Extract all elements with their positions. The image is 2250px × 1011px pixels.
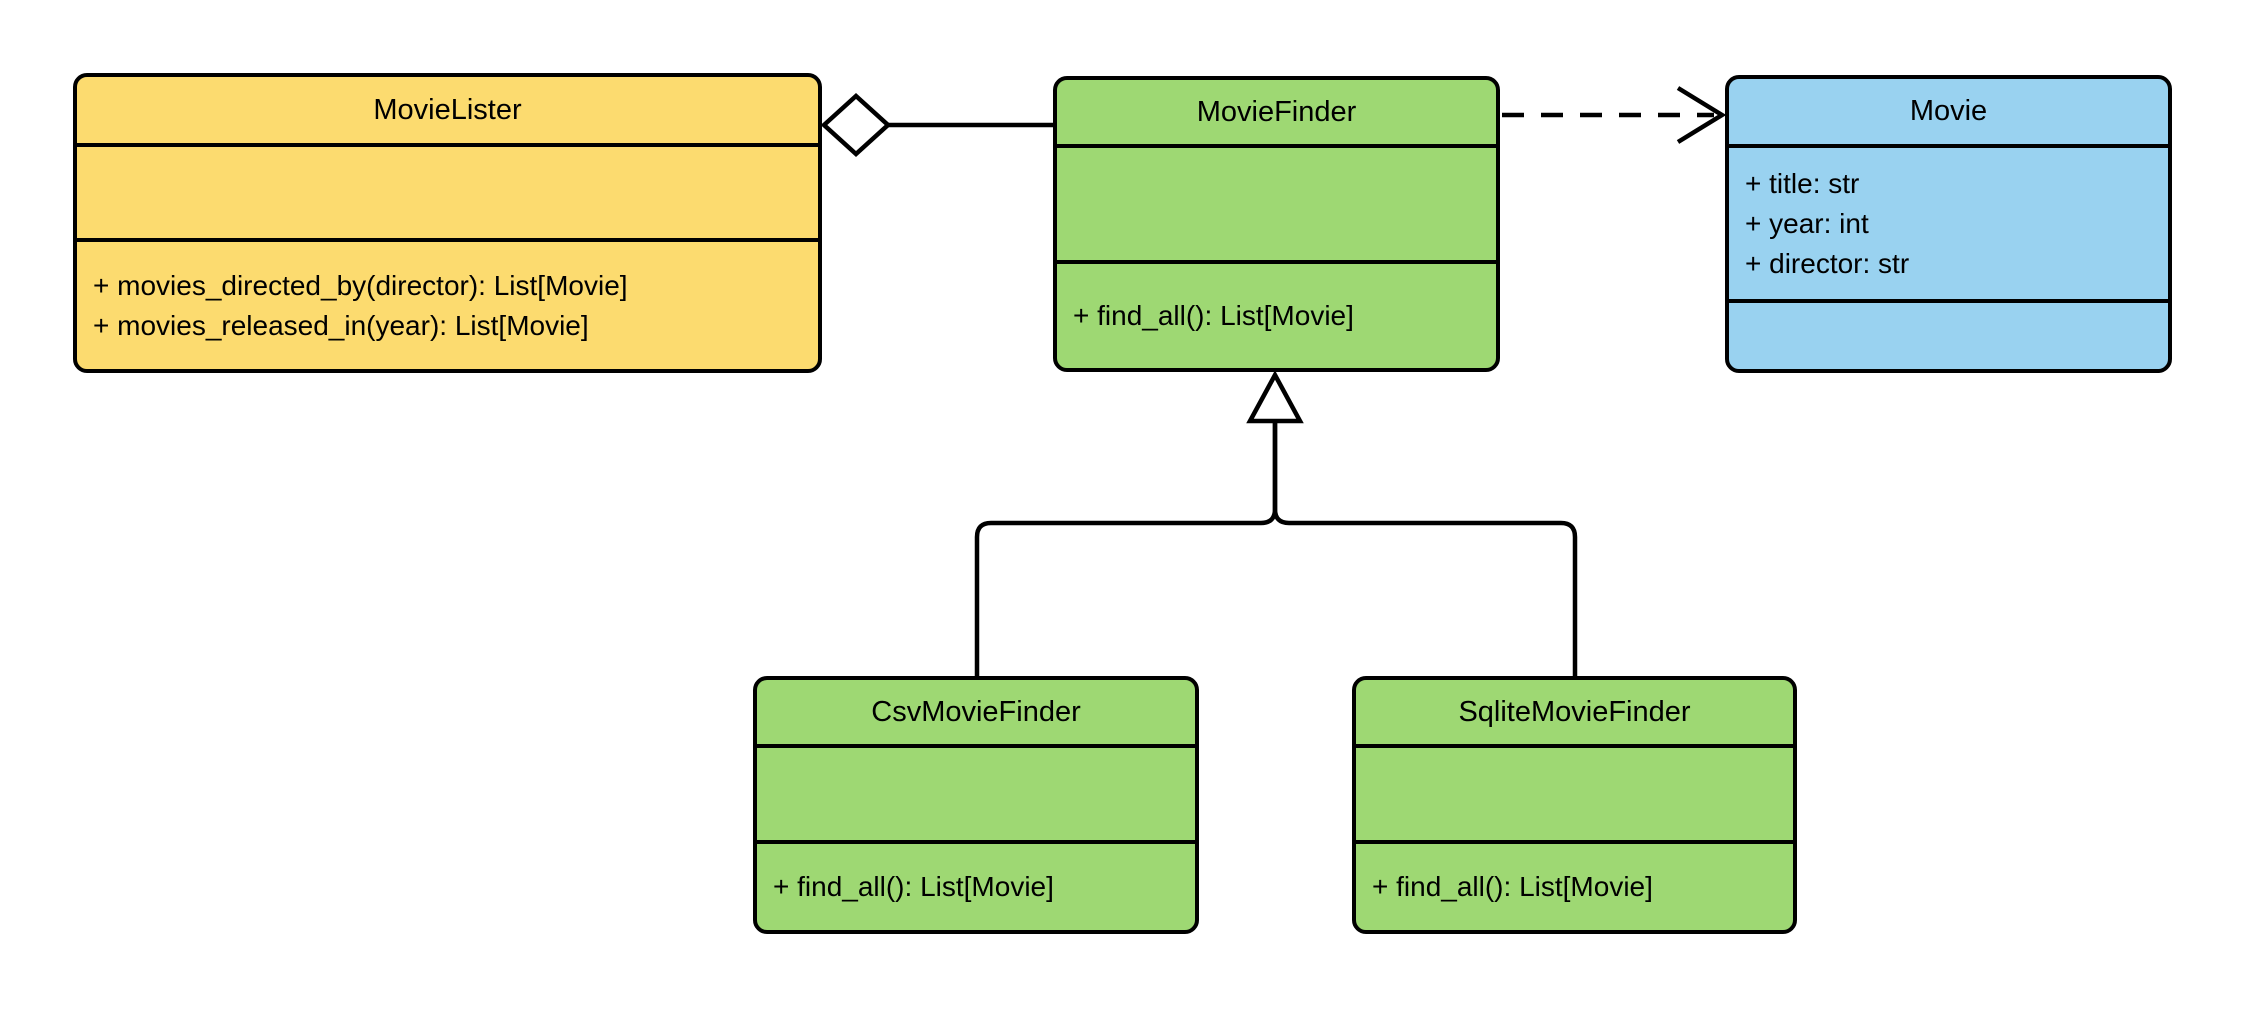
attributes-section: + title: str + year: int + director: str [1729,144,2168,299]
attributes-section [757,744,1195,840]
class-title: MovieLister [77,77,818,143]
methods-section: + find_all(): List[Movie] [1356,840,1793,930]
attribute-text: + year: int [1745,207,1869,239]
class-name-movie: Movie [1909,95,1988,127]
class-csvmoviefinder: CsvMovieFinder + find_all(): List[Movie] [753,676,1199,934]
methods-section [1729,299,2168,369]
class-name-movielister: MovieLister [373,93,522,126]
class-title: Movie [1729,79,2168,144]
method-text: + movies_released_in(year): List[Movie] [93,309,589,341]
attribute-text: + title: str [1745,167,1860,199]
generalization-triangle-icon [1246,370,1304,424]
open-arrowhead-icon [1676,86,1727,144]
dependency-connector-moviefinder-movie [1502,86,1727,144]
attributes-section [77,143,818,238]
methods-section: + movies_directed_by(director): List[Mov… [77,238,818,369]
attributes-section [1356,744,1793,840]
class-movielister: MovieLister + movies_directed_by(directo… [73,73,822,373]
aggregation-diamond-icon [820,92,892,158]
generalization-connector [974,370,1578,678]
class-name-sqlitemoviefinder: SqliteMovieFinder [1458,695,1691,728]
class-movie: Movie + title: str + year: int + directo… [1725,75,2172,373]
class-name-csvmoviefinder: CsvMovieFinder [871,695,1081,728]
methods-section: + find_all(): List[Movie] [1057,260,1496,368]
class-title: CsvMovieFinder [757,680,1195,744]
class-name-moviefinder: MovieFinder [1196,95,1357,128]
method-text: + find_all(): List[Movie] [1073,300,1354,331]
attributes-section [1057,144,1496,260]
aggregation-connector-movielister-moviefinder [820,92,1055,158]
class-moviefinder: MovieFinder + find_all(): List[Movie] [1053,76,1500,372]
class-title: SqliteMovieFinder [1356,680,1793,744]
class-title: MovieFinder [1057,80,1496,144]
methods-section: + find_all(): List[Movie] [757,840,1195,930]
attribute-text: + director: str [1745,247,1910,279]
class-sqlitemoviefinder: SqliteMovieFinder + find_all(): List[Mov… [1352,676,1797,934]
method-text: + find_all(): List[Movie] [773,871,1054,902]
method-text: + movies_directed_by(director): List[Mov… [93,269,628,301]
method-text: + find_all(): List[Movie] [1372,871,1653,902]
